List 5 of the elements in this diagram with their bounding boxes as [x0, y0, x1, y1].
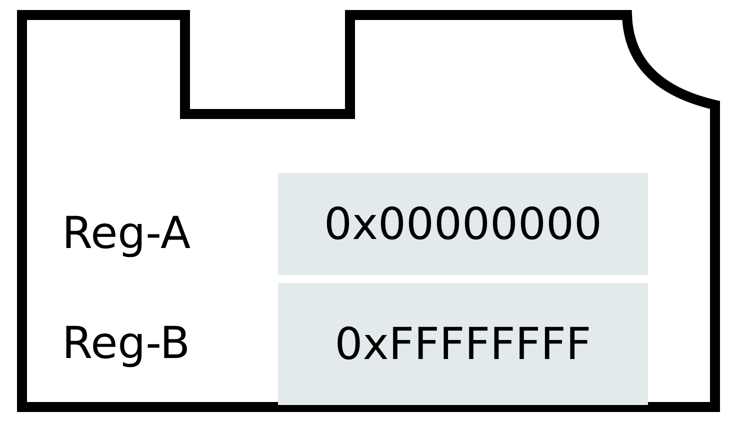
register-value: 0xFFFFFFFF [278, 283, 648, 405]
register-value: 0x00000000 [278, 173, 648, 275]
register-label: Reg-B [62, 318, 190, 369]
register-label: Reg-A [62, 208, 191, 259]
device-outline [17, 10, 723, 412]
